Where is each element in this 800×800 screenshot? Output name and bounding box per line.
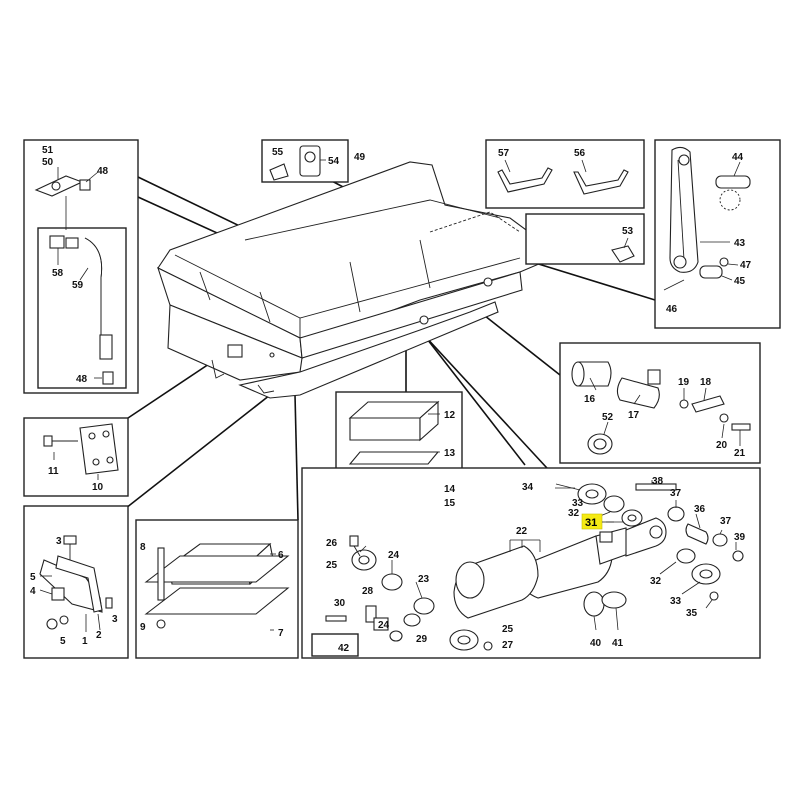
callout-22[interactable]: 22	[516, 526, 528, 537]
callout-7[interactable]: 7	[278, 628, 284, 639]
callout-42[interactable]: 42	[338, 643, 350, 654]
callout-33-lower[interactable]: 33	[670, 596, 682, 607]
callout-36[interactable]: 36	[694, 504, 706, 515]
callout-24[interactable]: 24	[388, 550, 400, 561]
callout-20[interactable]: 20	[716, 440, 728, 451]
callout-37[interactable]: 37	[670, 488, 682, 499]
callout-2[interactable]: 2	[96, 630, 102, 641]
callout-50[interactable]: 50	[42, 157, 54, 168]
callout-44[interactable]: 44	[732, 152, 744, 163]
callout-38[interactable]: 38	[652, 476, 664, 487]
callout-45[interactable]: 45	[734, 276, 746, 287]
callout-23[interactable]: 23	[418, 574, 430, 585]
callout-33[interactable]: 33	[572, 498, 584, 509]
callout-5[interactable]: 5	[30, 572, 36, 583]
callout-58[interactable]: 58	[52, 268, 64, 279]
callout-28[interactable]: 28	[362, 586, 374, 597]
callout-18[interactable]: 18	[700, 377, 712, 388]
detail-box-pivot	[559, 342, 761, 464]
callout-48[interactable]: 48	[97, 166, 109, 177]
detail-box-plate	[261, 139, 349, 183]
callout-1[interactable]: 1	[82, 636, 88, 647]
callout-3[interactable]: 3	[56, 536, 62, 547]
callout-15[interactable]: 15	[444, 498, 456, 509]
callout-21[interactable]: 21	[734, 448, 746, 459]
callout-12[interactable]: 12	[444, 410, 456, 421]
callout-52[interactable]: 52	[602, 412, 614, 423]
callout-31[interactable]: 31	[585, 517, 597, 529]
callout-43[interactable]: 43	[734, 238, 746, 249]
callout-14[interactable]: 14	[444, 484, 456, 495]
callout-26[interactable]: 26	[326, 538, 338, 549]
callout-8[interactable]: 8	[140, 542, 146, 553]
callout-3-right[interactable]: 3	[112, 614, 118, 625]
callout-39[interactable]: 39	[734, 532, 746, 543]
callout-51[interactable]: 51	[42, 145, 54, 156]
callout-6[interactable]: 6	[278, 550, 284, 561]
callout-30[interactable]: 30	[334, 598, 346, 609]
detail-box-pad-set	[135, 519, 299, 659]
callout-54[interactable]: 54	[328, 156, 340, 167]
callout-11[interactable]: 11	[48, 466, 59, 477]
callout-32-lower[interactable]: 32	[650, 576, 662, 587]
detail-box-hose	[23, 139, 139, 394]
callout-9[interactable]: 9	[140, 622, 146, 633]
callout-55[interactable]: 55	[272, 147, 284, 158]
callout-29[interactable]: 29	[416, 634, 428, 645]
callout-19[interactable]: 19	[678, 377, 690, 388]
callout-highlight	[581, 513, 603, 530]
callout-57[interactable]: 57	[498, 148, 510, 159]
callout-46[interactable]: 46	[666, 304, 678, 315]
callout-27[interactable]: 27	[502, 640, 514, 651]
detail-box-brackets	[485, 139, 645, 265]
callout-labels: 51 50 48 58 59 48 55 54 49 57 56 53 44 4…	[30, 145, 752, 654]
callout-59[interactable]: 59	[72, 280, 84, 291]
callout-35[interactable]: 35	[686, 608, 698, 619]
callout-47[interactable]: 47	[740, 260, 752, 271]
detail-box-sensor	[23, 505, 129, 659]
callout-17[interactable]: 17	[628, 410, 640, 421]
detail-box-bracket-plate	[23, 417, 129, 497]
callout-10[interactable]: 10	[92, 482, 104, 493]
callout-16[interactable]: 16	[584, 394, 596, 405]
callout-49[interactable]: 49	[354, 152, 366, 163]
dump-body-frame	[157, 161, 562, 399]
callout-48-lower[interactable]: 48	[76, 374, 88, 385]
callout-13[interactable]: 13	[444, 448, 456, 459]
callout-34[interactable]: 34	[522, 482, 534, 493]
callout-40[interactable]: 40	[590, 638, 602, 649]
callout-25-lower[interactable]: 25	[502, 624, 514, 635]
callout-41[interactable]: 41	[612, 638, 624, 649]
callout-32[interactable]: 32	[568, 508, 580, 519]
callout-53[interactable]: 53	[622, 226, 634, 237]
detail-box-cylinder	[301, 467, 761, 659]
callout-24-lower[interactable]: 24	[378, 620, 390, 631]
callout-56[interactable]: 56	[574, 148, 586, 159]
detail-box-link	[654, 139, 781, 329]
callout-4[interactable]: 4	[30, 586, 36, 597]
callout-25[interactable]: 25	[326, 560, 338, 571]
callout-37-right[interactable]: 37	[720, 516, 732, 527]
callout-5-lower[interactable]: 5	[60, 636, 66, 647]
